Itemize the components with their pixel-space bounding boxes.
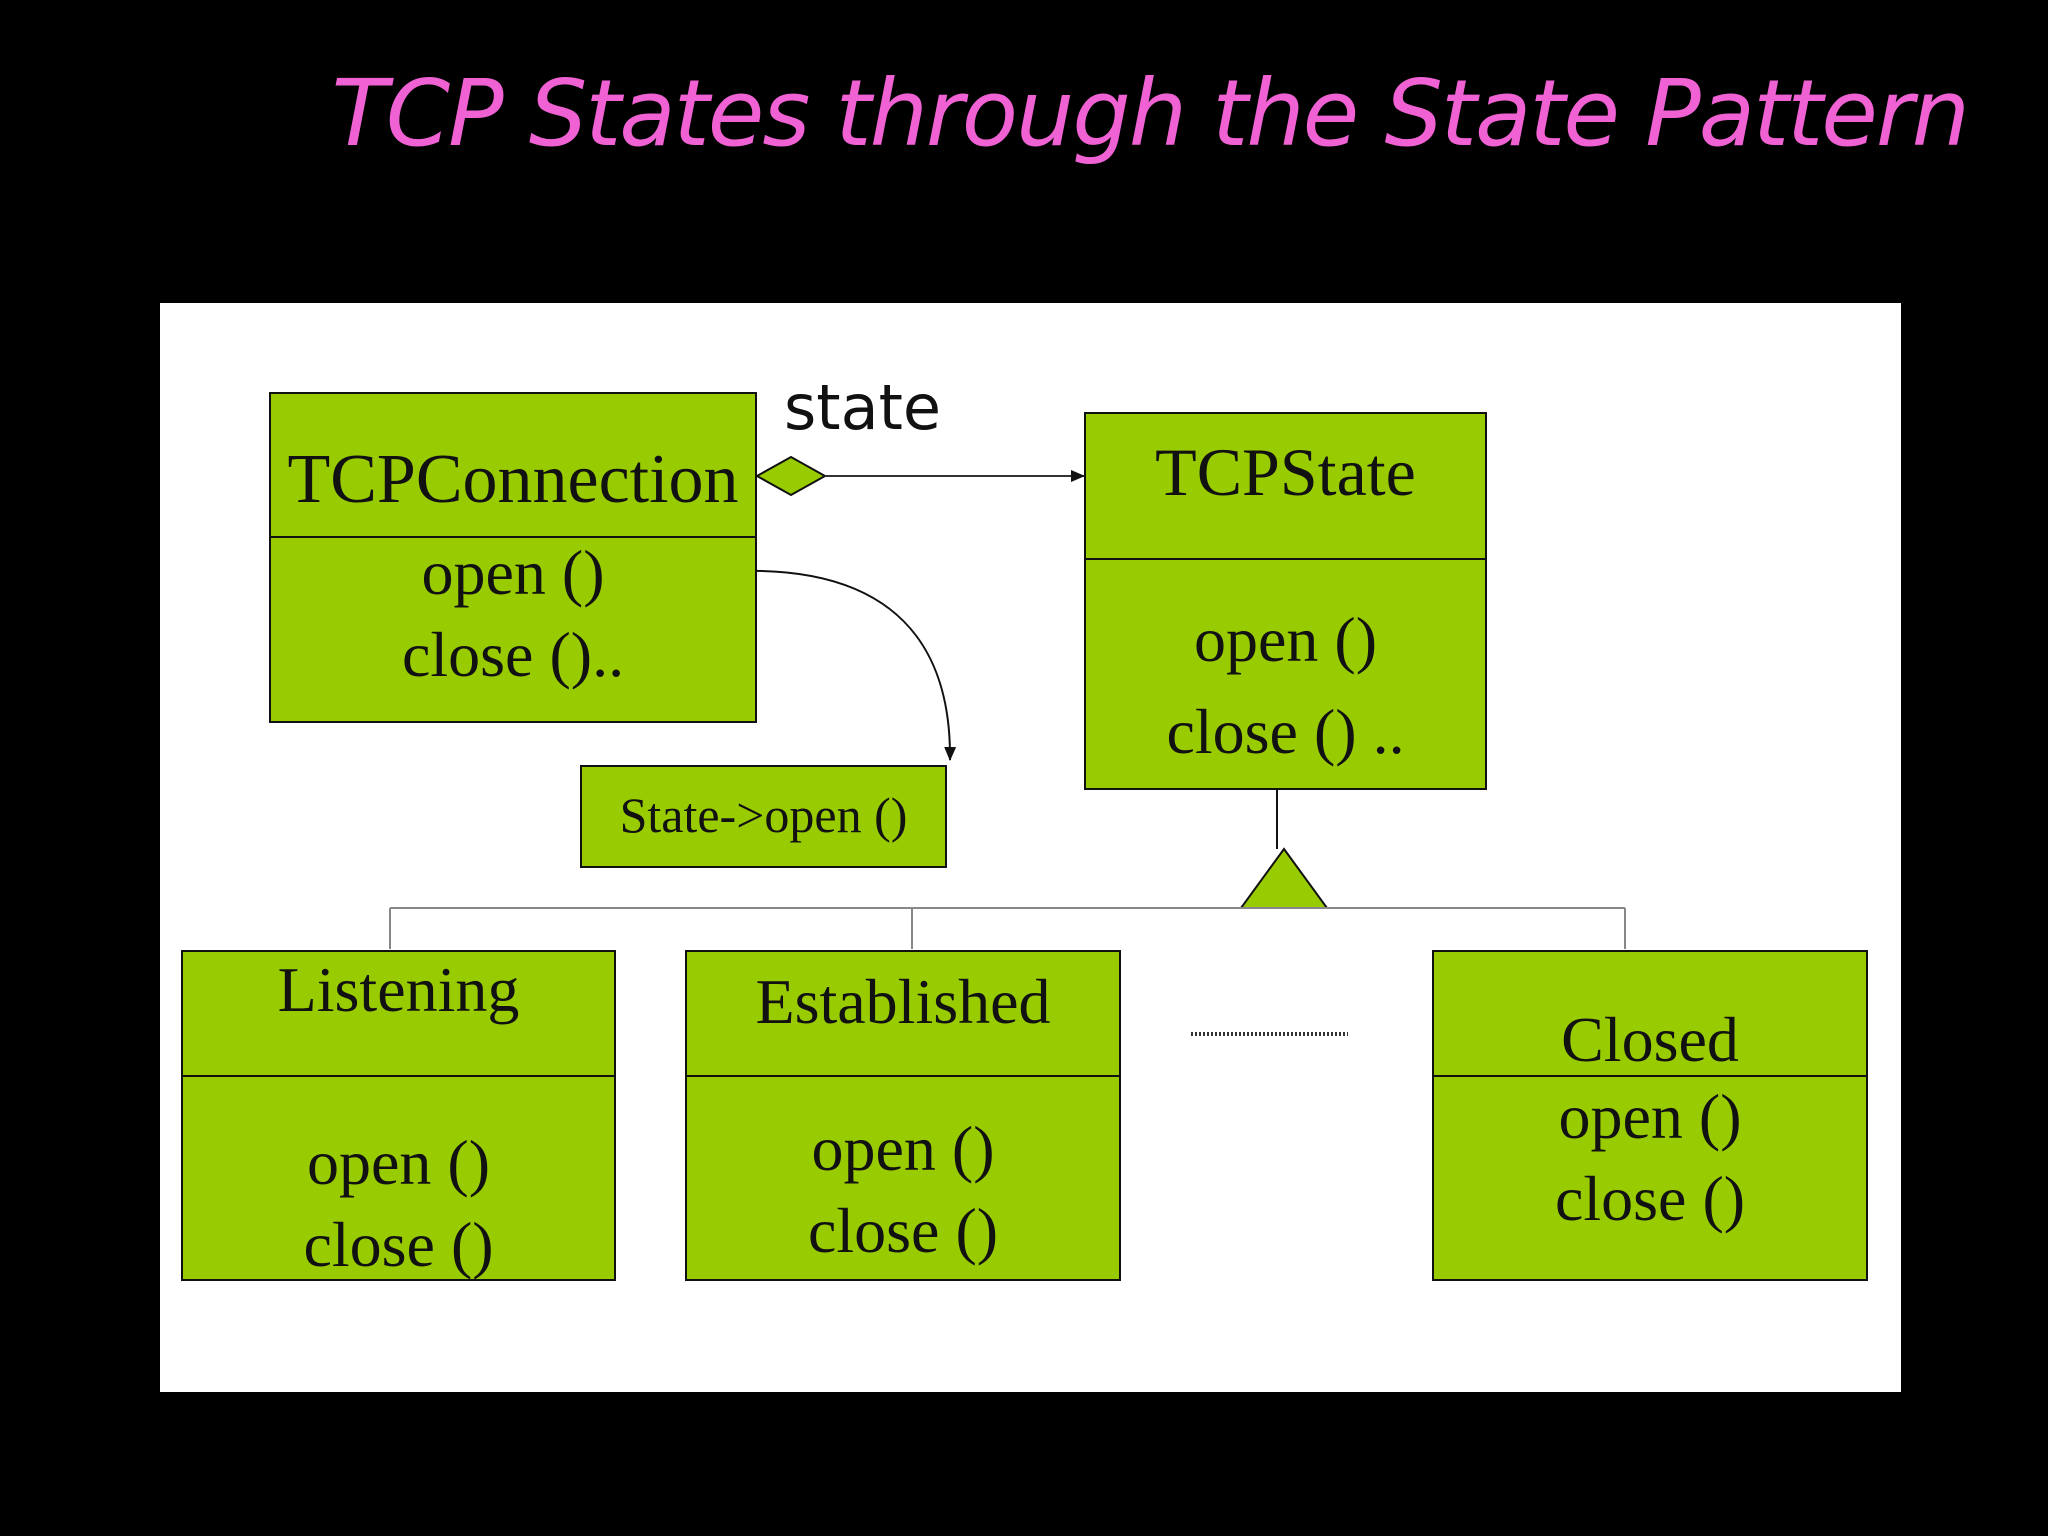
class-operations: open () close () bbox=[183, 1122, 614, 1286]
operation-close: close () bbox=[807, 1195, 999, 1266]
operation-open: open () bbox=[811, 1113, 995, 1184]
generalization-triangle bbox=[1239, 847, 1329, 909]
class-divider bbox=[183, 1075, 614, 1077]
composition-diamond-shape bbox=[754, 455, 828, 497]
association-label: state bbox=[784, 371, 942, 444]
class-operations: open () close ().. bbox=[271, 532, 755, 696]
operation-open: open () bbox=[1558, 1081, 1742, 1152]
operation-close: close () bbox=[1554, 1163, 1746, 1234]
class-closed: Closed open () close () bbox=[1432, 950, 1868, 1281]
class-name: Listening bbox=[277, 954, 520, 1025]
class-name: Closed bbox=[1561, 1004, 1739, 1075]
operation-close: close ().. bbox=[401, 619, 625, 690]
class-operations: open () close () .. bbox=[1086, 594, 1485, 778]
class-tcpconnection: TCPConnection open () close ().. bbox=[269, 392, 757, 723]
operation-close: close () bbox=[303, 1209, 494, 1280]
class-divider bbox=[1434, 1075, 1866, 1077]
diagram-canvas: state TCPConnection open () close ().. T… bbox=[160, 303, 1901, 1392]
note-state-open: State->open () bbox=[580, 765, 947, 868]
class-name: Established bbox=[755, 966, 1051, 1037]
class-operations: open () close () bbox=[1434, 1076, 1866, 1240]
class-name: TCPState bbox=[1155, 434, 1416, 510]
class-divider bbox=[1086, 558, 1485, 560]
class-divider bbox=[687, 1075, 1119, 1077]
class-operations: open () close () bbox=[687, 1108, 1119, 1272]
class-tcpstate: TCPState open () close () .. bbox=[1084, 412, 1487, 790]
operation-open: open () bbox=[421, 537, 605, 608]
slide-title: TCP States through the State Pattern bbox=[331, 60, 1970, 167]
operation-close: close () .. bbox=[1166, 696, 1405, 767]
class-name: TCPConnection bbox=[287, 441, 739, 518]
operation-open: open () bbox=[306, 1127, 491, 1198]
operation-open: open () bbox=[1193, 604, 1378, 675]
class-established: Established open () close () bbox=[685, 950, 1121, 1281]
class-listening: Listening open () close () bbox=[181, 950, 616, 1281]
class-divider bbox=[271, 536, 755, 538]
